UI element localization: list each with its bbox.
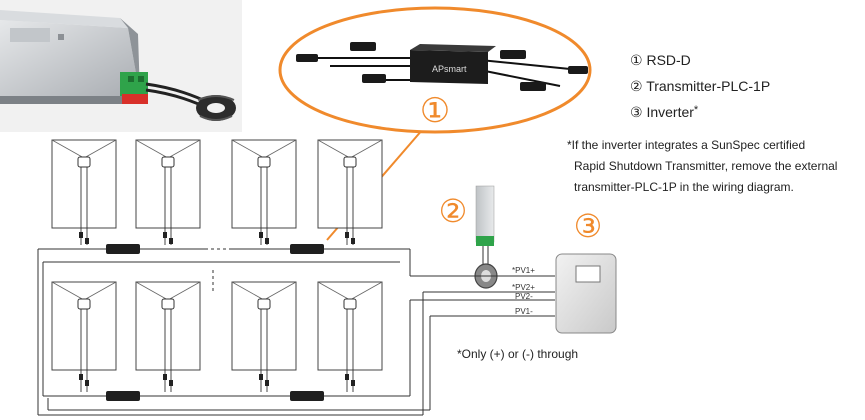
- inverter-display: [575, 265, 601, 283]
- rsd-box: [106, 244, 140, 254]
- legend-marker: ①: [630, 52, 643, 68]
- device-logo-text: APsmart: [432, 64, 467, 74]
- solar-panel: [135, 139, 201, 245]
- through-note: *Only (+) or (-) through: [457, 347, 579, 361]
- solar-panel: [231, 139, 297, 245]
- solar-panel-array: [51, 139, 383, 392]
- callout-number-transmitter: ②: [439, 192, 468, 230]
- inverter-unit: [555, 253, 617, 334]
- junction-box: [257, 298, 271, 310]
- solar-panel: [51, 281, 117, 392]
- solar-panel: [135, 281, 201, 392]
- note-line-2: Rapid Shutdown Transmitter, remove the e…: [574, 159, 838, 173]
- legend-marker: ②: [630, 78, 643, 94]
- note-line-3: transmitter-PLC-1P in the wiring diagram…: [574, 180, 794, 194]
- wire-label-pv1-plus: *PV1+: [512, 266, 535, 275]
- transmitter-product-photo: [0, 0, 242, 132]
- transmitter-plc-device: [474, 185, 498, 289]
- note-line-1: *If the inverter integrates a SunSpec ce…: [567, 138, 806, 152]
- rsd-box: [290, 244, 324, 254]
- legend-label: RSD-D: [646, 52, 691, 68]
- callout-number-rsd: ①: [420, 91, 450, 131]
- solar-panel: [317, 281, 383, 392]
- wire-label-pv1-minus: PV1-: [515, 307, 533, 316]
- rsd-d-device-illustration: APsmart: [296, 42, 588, 91]
- junction-box: [77, 298, 91, 310]
- legend-asterisk: *: [693, 104, 699, 116]
- red-terminal-block: [122, 94, 148, 104]
- junction-box: [161, 298, 175, 310]
- junction-box: [343, 298, 357, 310]
- junction-box: [77, 156, 91, 168]
- junction-box: [161, 156, 175, 168]
- green-terminal-block: [120, 72, 148, 96]
- rsd-box: [290, 391, 324, 401]
- legend-item-inverter: ③ Inverter*: [630, 104, 698, 121]
- junction-box: [343, 156, 357, 168]
- legend-label: Transmitter-PLC-1P: [646, 78, 771, 94]
- legend-item-rsd: ① RSD-D: [630, 52, 691, 69]
- solar-panel: [231, 281, 297, 392]
- rsd-box: [106, 391, 140, 401]
- wire-label-pv2-plus: *PV2+: [512, 283, 535, 292]
- callout-number-inverter: ③: [574, 207, 603, 245]
- rsd-units-on-strings: [106, 244, 324, 401]
- solar-panel: [317, 139, 383, 245]
- junction-box: [257, 156, 271, 168]
- solar-panel: [51, 139, 117, 245]
- legend-label: Inverter: [646, 104, 694, 120]
- legend-marker: ③: [630, 104, 643, 120]
- legend-item-transmitter: ② Transmitter-PLC-1P: [630, 78, 770, 95]
- wire-label-pv2-minus: PV2-: [515, 292, 533, 301]
